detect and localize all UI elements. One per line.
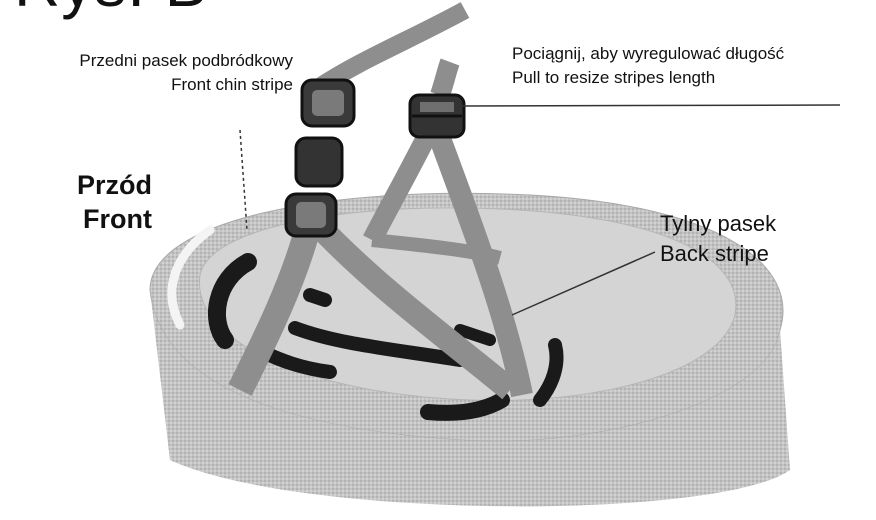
label-front-en: Front <box>40 202 152 236</box>
label-back-stripe-pl: Tylny pasek <box>660 210 776 238</box>
buckle <box>296 138 342 186</box>
leader-pull-resize <box>462 105 840 106</box>
label-pull-resize-en: Pull to resize stripes length <box>512 67 715 88</box>
label-front-pl: Przód <box>40 168 152 202</box>
vent-slot <box>310 295 325 300</box>
back-strap-end <box>440 62 450 95</box>
label-front-chin-stripe-pl: Przedni pasek podbródkowy <box>10 50 293 71</box>
label-back-stripe-en: Back stripe <box>660 240 769 268</box>
back-buckle <box>410 95 464 137</box>
label-front-chin-stripe-en: Front chin stripe <box>10 74 293 95</box>
leader-front-chin <box>240 130 247 230</box>
label-pull-resize-pl: Pociągnij, aby wyregulować długość <box>512 43 784 64</box>
